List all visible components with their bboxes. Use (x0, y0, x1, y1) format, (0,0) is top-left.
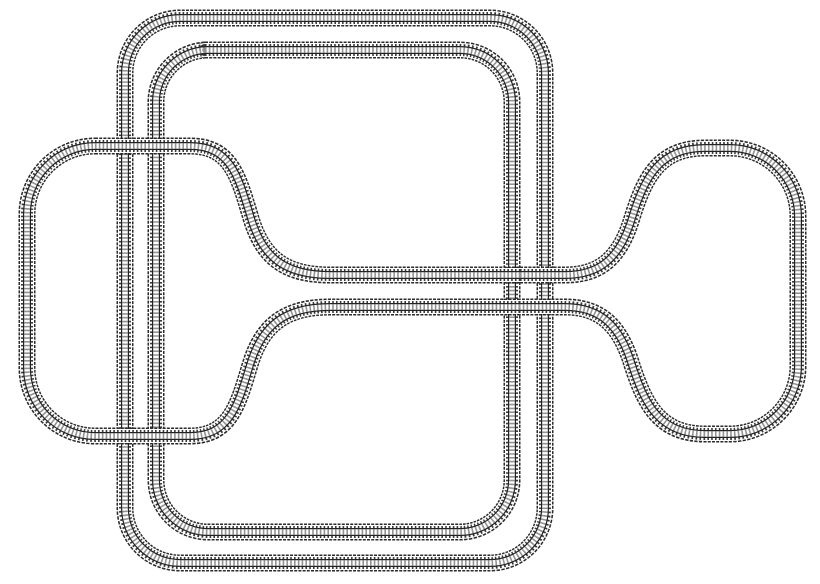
outer-square-loop-rails (121, 14, 549, 567)
tracks-layer (18, 9, 807, 572)
inner-square-loop-rails (152, 46, 516, 536)
inner-square-loop-ballast-fill (149, 43, 519, 539)
outer-square-loop-inner-sleepers (122, 15, 548, 566)
right-oval-loop-rail-gap (520, 145, 801, 437)
right-oval-loop-sleepers (520, 142, 804, 440)
left-oval-loop-rails (23, 142, 520, 440)
right-oval-loop-ballast-fill (520, 141, 805, 441)
inner-square-loop-rail-gap (153, 47, 515, 535)
outer-square-loop-sleepers (119, 12, 551, 569)
left-oval-loop-ballast-fill (20, 139, 520, 443)
left-oval-loop-inner-sleepers (24, 143, 520, 439)
inner-square-loop-sleepers (150, 44, 518, 538)
inner-square-loop-ballast-edge (147, 41, 521, 541)
right-oval-loop-ballast-edge (520, 139, 807, 443)
right-oval-loop-inner-sleepers (520, 145, 801, 437)
outer-square-loop (116, 9, 554, 572)
left-oval-loop-ballast-edge (18, 137, 520, 445)
inner-square-loop-inner-sleepers (153, 47, 515, 535)
left-oval-loop (18, 137, 520, 445)
outer-square-loop-ballast-edge (116, 9, 554, 572)
right-oval-loop-rails (520, 144, 802, 438)
left-oval-loop-rail-gap (24, 143, 520, 439)
outer-square-loop-rail-gap (122, 15, 548, 566)
outer-square-loop-ballast-fill (118, 11, 552, 570)
right-oval-loop (520, 139, 807, 443)
left-oval-loop-sleepers (21, 140, 520, 442)
inner-square-loop (147, 41, 521, 541)
